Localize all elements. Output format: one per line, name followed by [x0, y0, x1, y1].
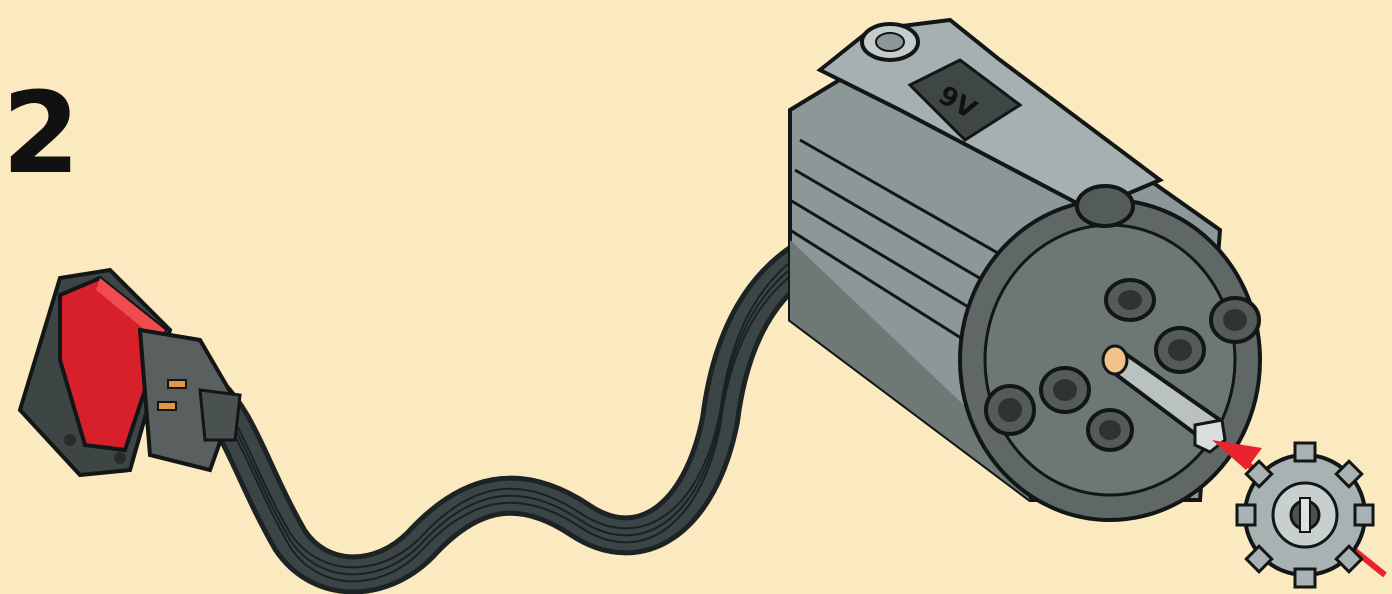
gear-icon: [1237, 443, 1373, 587]
connector-plug-icon: [20, 270, 240, 475]
cable-icon: [205, 243, 820, 581]
motor-icon: 9V: [790, 20, 1260, 520]
